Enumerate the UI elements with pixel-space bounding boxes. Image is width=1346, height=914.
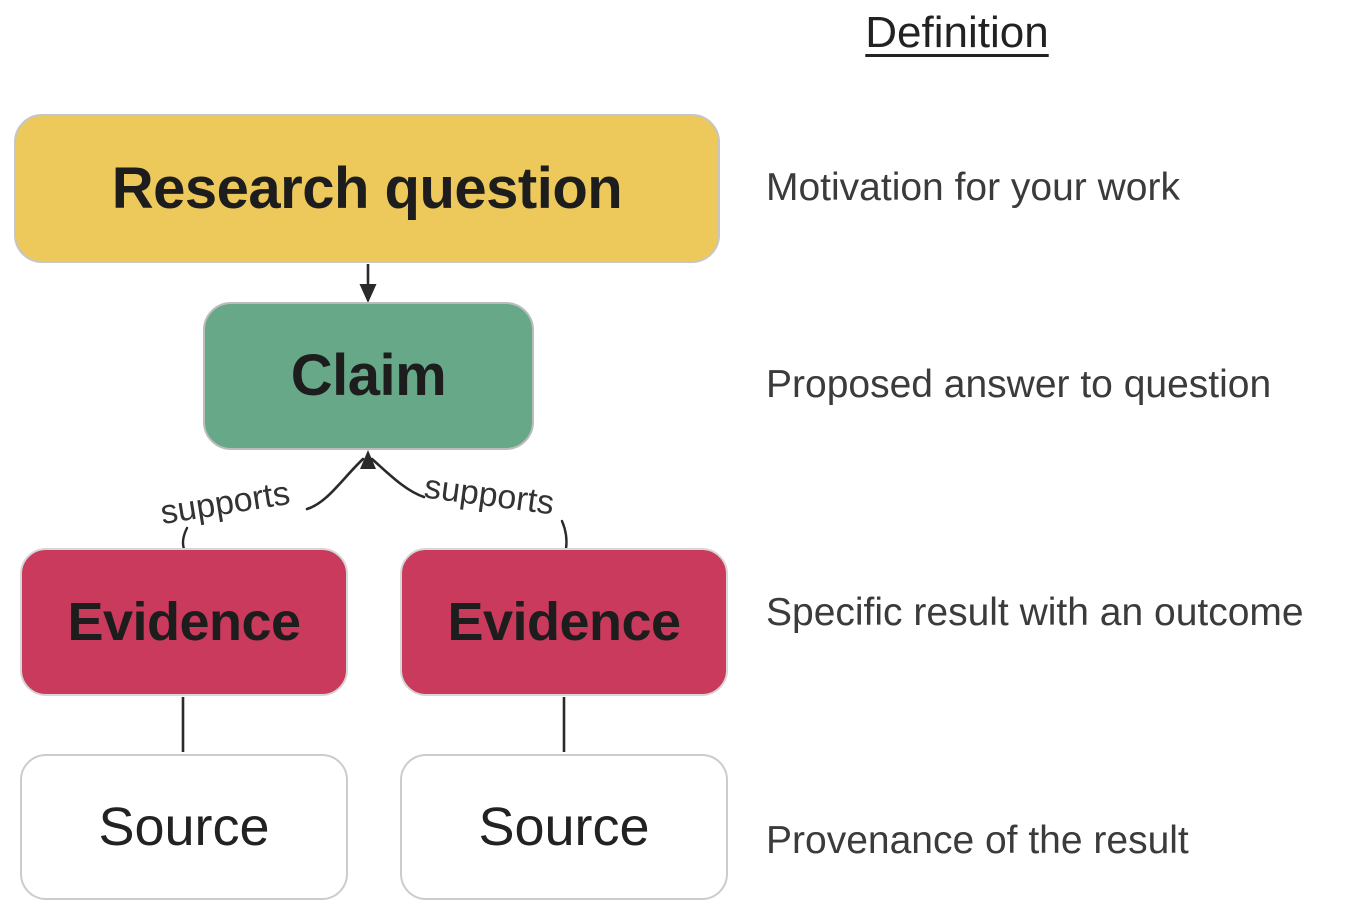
edge-stub-left xyxy=(181,526,189,551)
definition-claim: Proposed answer to question xyxy=(766,363,1272,406)
arrowhead-up-icon xyxy=(360,450,376,469)
edge-stub-right xyxy=(560,519,568,551)
node-claim: Claim xyxy=(203,302,534,450)
evidence-left-label: Evidence xyxy=(67,592,301,652)
edge-evidence-right-to-claim xyxy=(370,457,426,499)
source-right-label: Source xyxy=(478,797,650,857)
source-left-label: Source xyxy=(98,797,270,857)
research-question-label: Research question xyxy=(111,155,623,221)
definition-source: Provenance of the result xyxy=(766,819,1189,862)
edge-label-supports-left: supports xyxy=(157,474,293,532)
node-source-right: Source xyxy=(400,754,728,900)
node-evidence-left: Evidence xyxy=(20,548,348,696)
node-research-question: Research question xyxy=(14,114,720,263)
claim-label: Claim xyxy=(290,343,447,408)
edge-evidence-left-to-claim xyxy=(305,457,365,511)
node-evidence-right: Evidence xyxy=(400,548,728,696)
definition-research-question: Motivation for your work xyxy=(766,166,1180,209)
definitions-header: Definition xyxy=(865,8,1049,57)
arrowhead-down-icon xyxy=(359,284,377,303)
evidence-right-label: Evidence xyxy=(447,592,681,652)
definition-evidence: Specific result with an outcome xyxy=(766,591,1304,634)
node-source-left: Source xyxy=(20,754,348,900)
edge-label-supports-right: supports xyxy=(422,467,557,523)
